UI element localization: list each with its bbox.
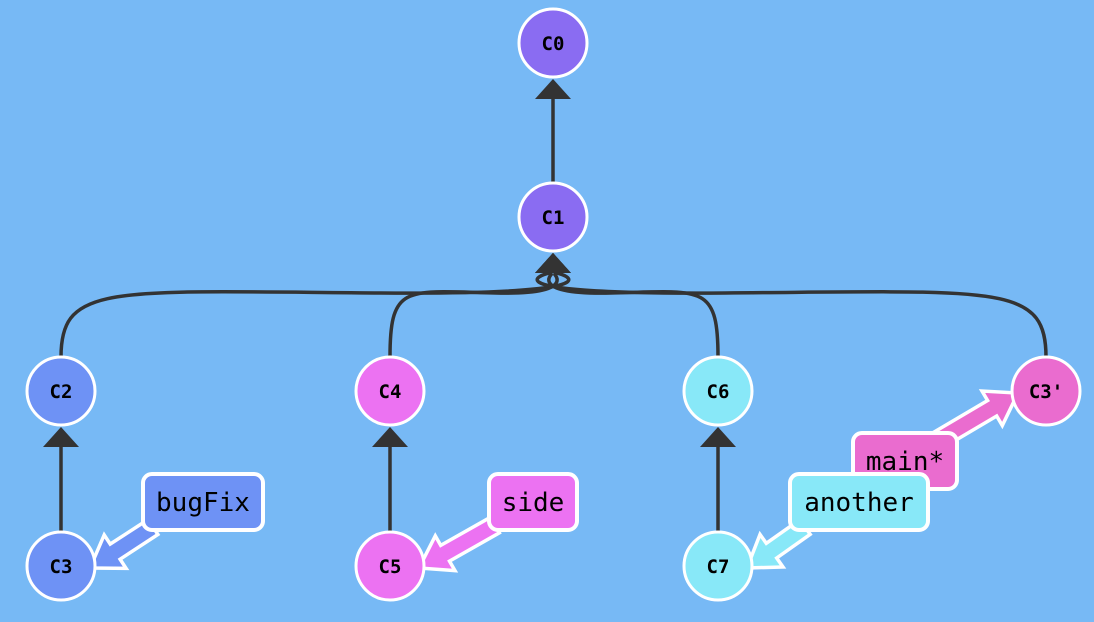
commit-circle[interactable] <box>25 355 97 427</box>
arrowhead <box>372 427 408 447</box>
commit-label: C7 <box>707 556 730 578</box>
commit-C3p[interactable]: C3' <box>1010 355 1082 427</box>
branch-label-box[interactable] <box>141 472 265 532</box>
commit-circle[interactable] <box>682 355 754 427</box>
edge-line <box>388 270 559 358</box>
edge-line <box>535 270 1048 358</box>
arrowhead <box>43 427 79 447</box>
commit-label: C4 <box>379 381 402 403</box>
branch-label-box[interactable] <box>788 472 930 532</box>
commit-label: C3' <box>1029 381 1063 403</box>
commit-circle[interactable] <box>1010 355 1082 427</box>
branch-label-text: another <box>804 488 914 518</box>
commit-circle[interactable] <box>25 530 97 602</box>
branch-label-side[interactable]: side <box>487 472 579 532</box>
commit-circle[interactable] <box>682 530 754 602</box>
arrowhead <box>700 427 736 447</box>
commit-circle[interactable] <box>354 355 426 427</box>
commit-label: C2 <box>50 381 73 403</box>
branch-pointer-arrow-another <box>744 517 813 570</box>
edges-layer <box>43 79 1048 532</box>
branch-label-box[interactable] <box>487 472 579 532</box>
commit-label: C6 <box>707 381 730 403</box>
commit-C6[interactable]: C6 <box>682 355 754 427</box>
edge-C3-to-C2 <box>43 427 79 532</box>
branch-label-text: side <box>502 488 565 518</box>
edge-line <box>547 270 720 358</box>
commit-C4[interactable]: C4 <box>354 355 426 427</box>
edge-C7-to-C6 <box>700 427 736 532</box>
commit-label: C3 <box>50 556 73 578</box>
commit-C0[interactable]: C0 <box>517 7 589 79</box>
edge-line <box>59 270 571 358</box>
commit-label: C1 <box>542 207 565 229</box>
edge-C3p-to-C1 <box>535 253 1048 358</box>
branch-label-bugFix[interactable]: bugFix <box>141 472 265 532</box>
commit-circle[interactable] <box>517 181 589 253</box>
commit-circle[interactable] <box>354 530 426 602</box>
arrowhead <box>535 79 571 99</box>
arrowhead <box>535 253 571 273</box>
commit-C2[interactable]: C2 <box>25 355 97 427</box>
commit-label: C5 <box>379 556 402 578</box>
branch-arrows-layer <box>87 389 1021 573</box>
branch-label-another[interactable]: another <box>788 472 930 532</box>
commit-C3[interactable]: C3 <box>25 530 97 602</box>
commit-circle[interactable] <box>517 7 589 79</box>
commit-C7[interactable]: C7 <box>682 530 754 602</box>
branch-label-text: bugFix <box>156 488 250 518</box>
commit-C5[interactable]: C5 <box>354 530 426 602</box>
commit-C1[interactable]: C1 <box>517 181 589 253</box>
commit-label: C0 <box>542 33 565 55</box>
branch-pointer-arrow-side <box>416 514 502 573</box>
branch-pointer-arrow-bugFix <box>87 517 161 571</box>
edge-C5-to-C4 <box>372 427 408 532</box>
edge-C2-to-C1 <box>59 253 571 358</box>
edge-C1-to-C0 <box>535 79 571 183</box>
